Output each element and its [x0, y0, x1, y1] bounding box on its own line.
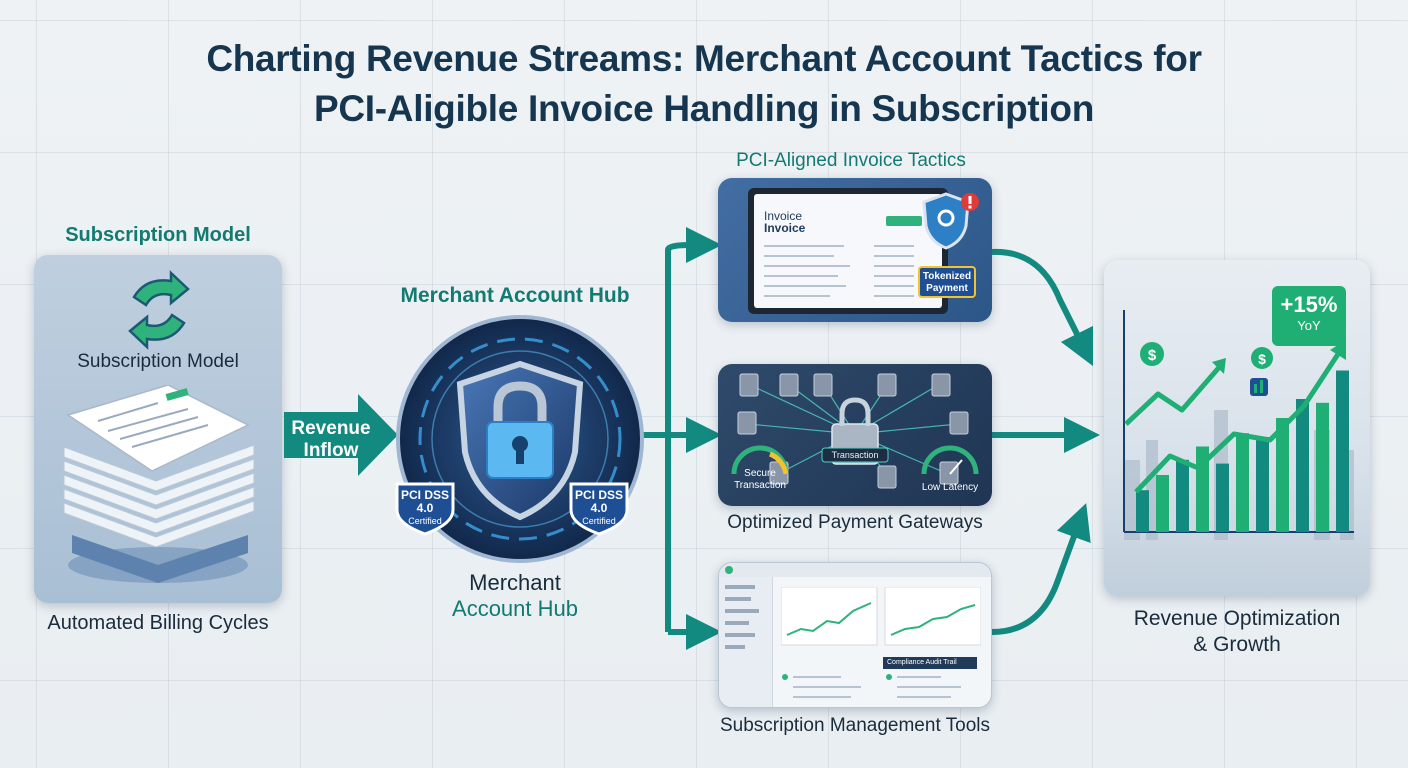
growth-bar: [1176, 459, 1189, 532]
dollar-icon-left: $: [1148, 347, 1157, 364]
badge-left-line-1: PCI DSS: [401, 488, 449, 502]
growth-bar: [1296, 399, 1309, 532]
growth-caption-line-1: Revenue Optimization: [1133, 607, 1341, 630]
growth-card: $ $ +15% YoY: [1104, 260, 1370, 596]
dashboard-logo-icon: [725, 566, 733, 574]
revenue-inflow-arrow: [284, 394, 398, 476]
dashboard-charts: [781, 587, 981, 646]
audit-trail-label: Compliance Audit Trail: [883, 657, 977, 669]
token-badge-line-2: Payment: [926, 283, 968, 294]
server-network-illustration: Transaction Secure Transaction Low Laten…: [731, 373, 979, 493]
revenue-inflow-line-2: Inflow: [303, 440, 359, 461]
hub-caption-line-2: Account Hub: [452, 596, 578, 621]
invoice-title-line-2: Invoice: [764, 221, 806, 235]
invoice-action-button: [886, 216, 922, 226]
token-badge-line-1: Tokenized: [922, 271, 972, 282]
invoice-stack-illustration: [63, 385, 255, 583]
secure-gauge-line-1: Secure: [744, 468, 776, 479]
growth-bar: [1256, 437, 1269, 532]
growth-caption-line-2: & Growth: [1193, 633, 1281, 656]
growth-badge-value: +15%: [1280, 292, 1338, 317]
growth-caption: Revenue Optimization & Growth: [1096, 606, 1378, 658]
growth-badge-sub: YoY: [1297, 318, 1321, 333]
subscription-inner-label: Subscription Model: [77, 351, 239, 372]
invoice-title-line-1: Invoice: [764, 209, 803, 223]
growth-bar: [1336, 370, 1349, 532]
dashboard-topbar: [719, 563, 991, 577]
refresh-cycle-icon: [128, 270, 190, 350]
growth-chart-illustration: $ $: [1123, 310, 1354, 540]
growth-bar: [1216, 463, 1229, 532]
hub-emblem: PCI DSS 4.0 Certified PCI DSS 4.0 Certif…: [395, 315, 644, 563]
title-line-2: PCI-Aligible Invoice Handling in Subscri…: [314, 88, 1094, 129]
hub-caption-line-1: Merchant: [469, 570, 561, 595]
dashboard-lists: [782, 674, 961, 698]
hub-caption: Merchant Account Hub: [400, 570, 630, 622]
badge-left-line-3: Certified: [408, 516, 442, 526]
subscription-heading: Subscription Model: [65, 224, 251, 246]
growth-bar: [1156, 475, 1169, 532]
gateway-lock-label: Transaction: [832, 450, 879, 460]
invoice-title: Invoice Invoice: [764, 210, 805, 234]
title-line-1: Charting Revenue Streams: Merchant Accou…: [206, 38, 1202, 79]
invoice-tactics-heading: PCI-Aligned Invoice Tactics: [736, 150, 966, 171]
badge-right-line-1: PCI DSS: [575, 488, 623, 502]
latency-gauge-label: Low Latency: [922, 482, 978, 493]
tokenized-payment-badge: Tokenized Payment: [918, 266, 976, 298]
growth-bars: [1136, 370, 1349, 532]
dashboard-sidebar-items: [725, 585, 759, 649]
invoice-lines: [764, 245, 914, 297]
badge-right-line-2: 4.0: [591, 501, 608, 515]
badge-right-line-3: Certified: [582, 516, 616, 526]
growth-bar: [1236, 433, 1249, 532]
revenue-inflow-label: Revenue Inflow: [282, 418, 380, 462]
invoice-tactics-card: Invoice Invoice Tokenized Payment: [718, 178, 992, 322]
tools-dashboard-card: Compliance Audit Trail: [718, 562, 992, 708]
gateways-caption: Optimized Payment Gateways: [727, 512, 983, 533]
revenue-inflow-line-1: Revenue: [291, 418, 371, 439]
growth-badge: +15% YoY: [1272, 286, 1346, 346]
subscription-card: Subscription Model: [34, 255, 282, 603]
badge-left-line-2: 4.0: [417, 501, 434, 515]
secure-gauge-line-2: Transaction: [734, 480, 786, 491]
tools-caption: Subscription Management Tools: [719, 715, 991, 736]
growth-bar: [1316, 402, 1329, 532]
page-title: Charting Revenue Streams: Merchant Accou…: [0, 34, 1408, 134]
security-shield-icon: [922, 192, 979, 250]
gateways-card: Transaction Secure Transaction Low Laten…: [718, 364, 992, 506]
subscription-caption: Automated Billing Cycles: [47, 612, 269, 634]
growth-bar: [1136, 490, 1149, 532]
dollar-icon-right: $: [1258, 351, 1266, 367]
hub-heading: Merchant Account Hub: [400, 284, 630, 307]
invoice-screen: Invoice Invoice: [754, 194, 942, 308]
growth-bar: [1276, 418, 1289, 532]
